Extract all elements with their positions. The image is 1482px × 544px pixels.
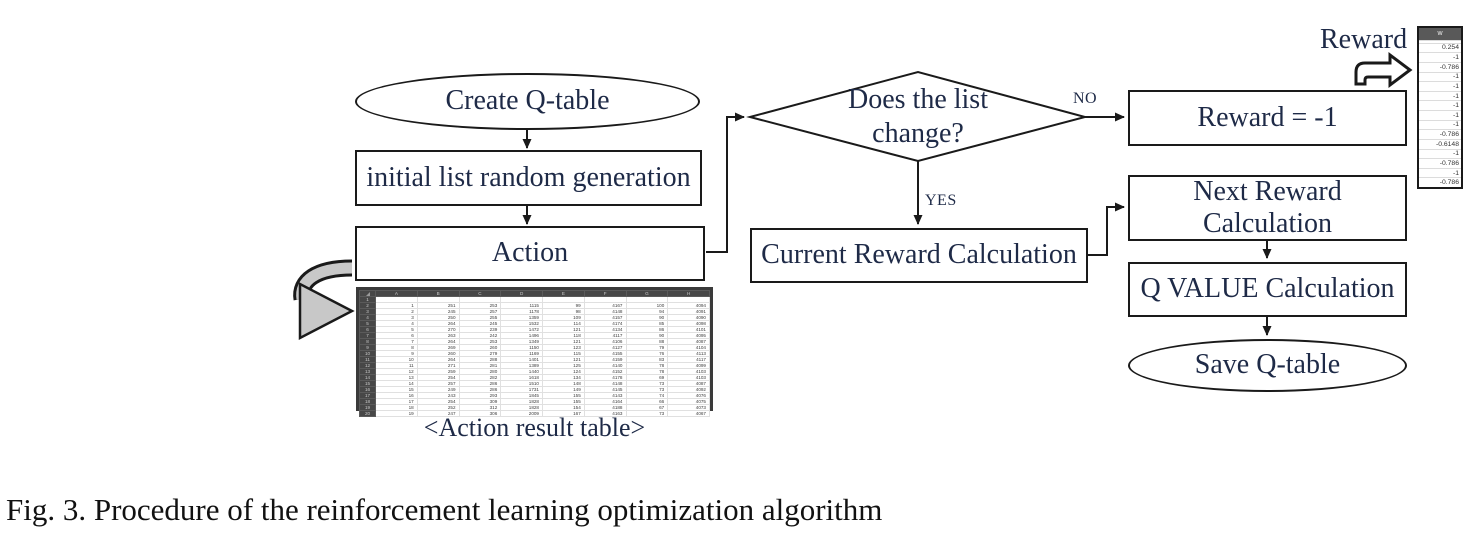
w-table-row: -0.786	[1419, 61, 1461, 72]
figure-caption: Fig. 3. Procedure of the reinforcement l…	[6, 492, 883, 527]
w-table-row: -1	[1419, 100, 1461, 110]
w-table-row: -0.786	[1419, 158, 1461, 168]
bent-arrow-icon	[1354, 52, 1413, 88]
w-table-row: -1	[1419, 119, 1461, 130]
node-current-reward-label: Current Reward Calculation	[761, 239, 1077, 271]
action-result-table-caption: <Action result table>	[423, 413, 646, 442]
w-table-row: 0.254	[1419, 42, 1461, 53]
node-decision: Does the list change?	[790, 80, 1046, 154]
node-create-qtable: Create Q-table	[355, 73, 700, 130]
w-table-row: -1	[1419, 71, 1461, 82]
w-table-row: -1	[1419, 52, 1461, 62]
node-save-qtable: Save Q-table	[1128, 339, 1407, 392]
w-table-header: w	[1419, 28, 1461, 40]
curved-gray-arrow-icon	[293, 259, 355, 341]
node-action-label: Action	[491, 237, 569, 269]
node-initial-list: initial list random generation	[355, 150, 702, 206]
w-table-row: -1	[1419, 167, 1461, 178]
node-next-reward-line1: Next Reward	[1193, 175, 1342, 207]
node-decision-line1: Does the list	[848, 84, 988, 116]
node-create-qtable-label: Create Q-table	[445, 85, 610, 117]
node-initial-list-label: initial list random generation	[366, 161, 691, 193]
w-table-row: -1	[1419, 110, 1461, 120]
node-next-reward: Next Reward Calculation	[1128, 175, 1407, 241]
edge-label-no: NO	[1073, 90, 1098, 107]
node-qvalue-label: Q VALUE Calculation	[1140, 273, 1395, 305]
sheet-row-number: 20	[359, 410, 376, 417]
w-table-row: -0.786	[1419, 129, 1461, 139]
w-table-row: -1	[1419, 81, 1461, 91]
w-table-row: -0.6148	[1419, 138, 1461, 149]
node-qvalue: Q VALUE Calculation	[1128, 262, 1407, 317]
edge-action-to-decision	[706, 112, 745, 253]
node-action: Action	[355, 226, 705, 281]
sheet-cell: 4067	[667, 410, 710, 417]
node-save-qtable-label: Save Q-table	[1194, 349, 1341, 381]
edge-label-yes: YES	[925, 192, 957, 209]
edge-current-to-next	[1087, 202, 1125, 256]
w-table-row: -1	[1419, 148, 1461, 159]
w-table-row: -0.786	[1419, 177, 1461, 187]
w-table-row	[1419, 40, 1461, 43]
node-reward-minus1-label: Reward = -1	[1197, 101, 1338, 133]
corner-triangle-icon	[365, 292, 370, 296]
w-table-row: -1	[1419, 90, 1461, 101]
node-next-reward-line2: Calculation	[1202, 208, 1333, 239]
node-decision-line2: change?	[872, 118, 964, 149]
node-current-reward: Current Reward Calculation	[750, 228, 1088, 283]
reward-annotation-label: Reward	[1320, 24, 1408, 55]
node-reward-minus1: Reward = -1	[1128, 90, 1407, 146]
